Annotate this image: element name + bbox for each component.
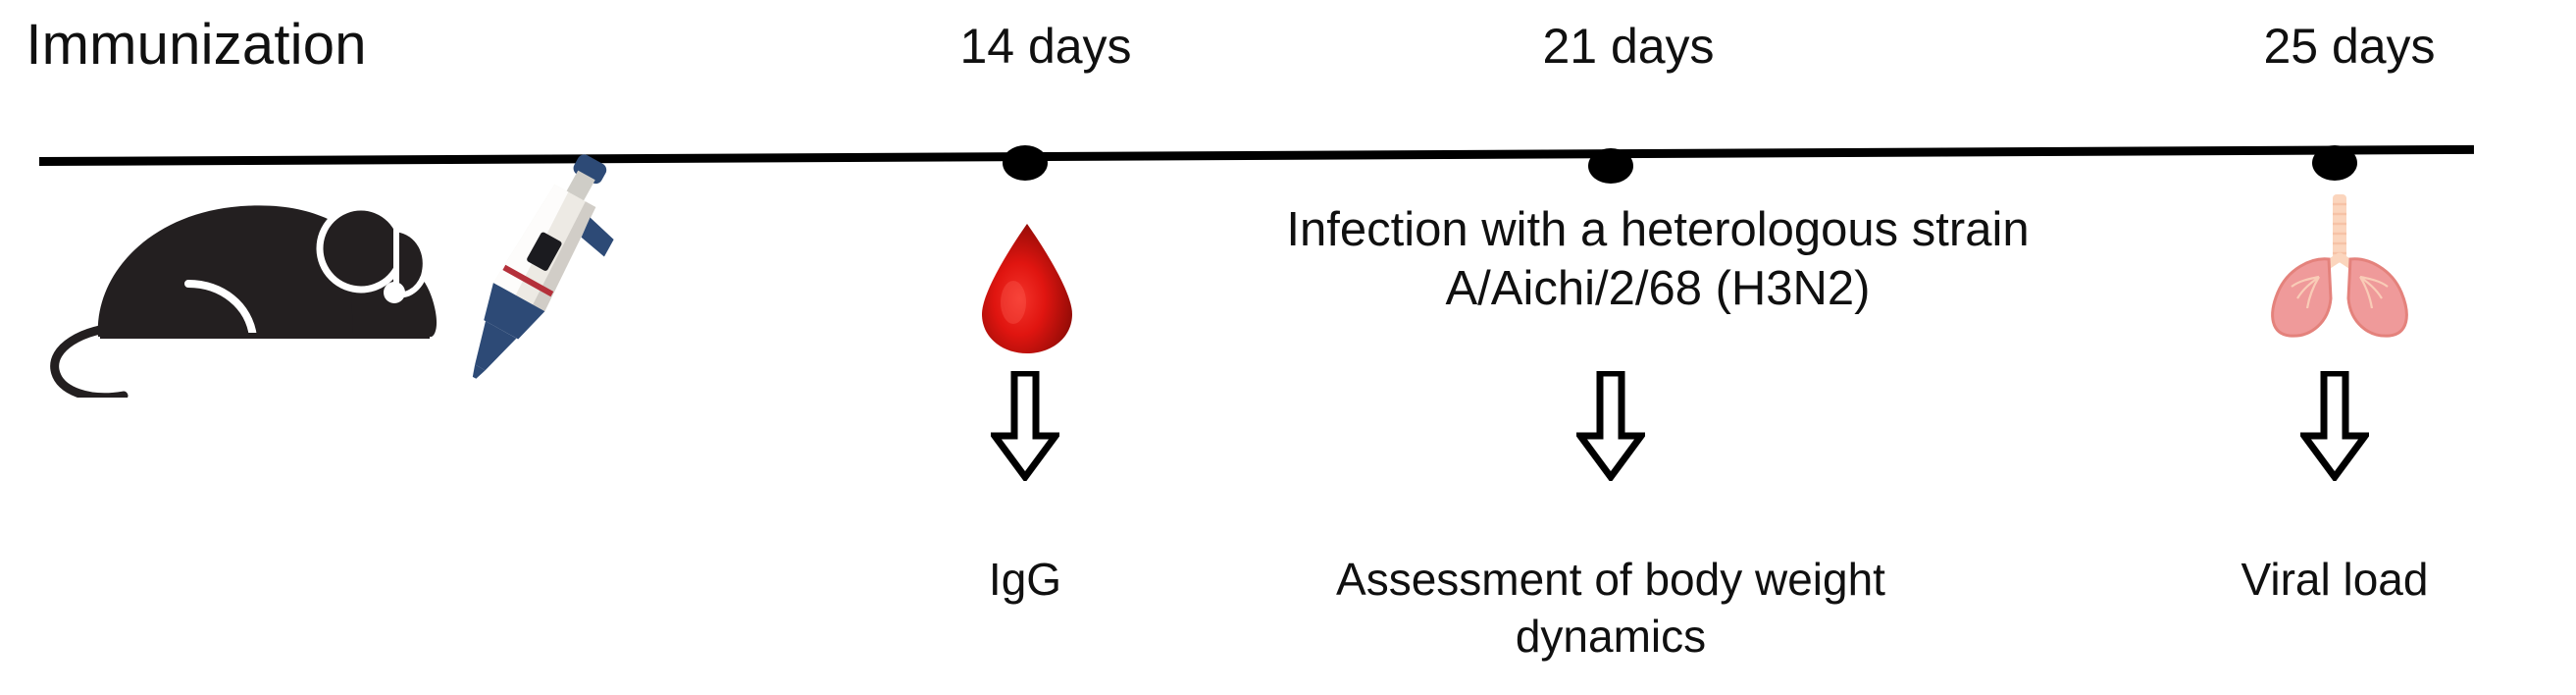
down-arrow-icon: [991, 371, 1059, 481]
down-arrow-icon: [2300, 371, 2369, 481]
outcome-label-igg: IgG: [988, 554, 1062, 605]
pipette-icon: [472, 154, 614, 379]
outcome-label-viralload: Viral load: [2241, 554, 2429, 605]
lungs-icon: [2271, 194, 2408, 338]
day-label-21: 21 days: [1542, 19, 1715, 74]
day-label-25: 25 days: [2263, 19, 2436, 74]
timeline-marker-21-days[interactable]: [1588, 148, 1633, 184]
timeline-line: [38, 144, 2474, 166]
blood-drop-icon: [982, 224, 1072, 353]
infection-annotation: Infection with a heterologous strain A/A…: [1286, 203, 2030, 315]
mouse-icon: [50, 203, 438, 398]
down-arrow-icon: [1576, 371, 1645, 481]
day-label-14: 14 days: [959, 19, 1132, 74]
timeline-start-label: Immunization: [26, 13, 367, 77]
outcome-label-bodyweight: Assessment of body weight dynamics: [1336, 554, 1885, 662]
timeline-axis: [38, 144, 2474, 167]
timeline-marker-14-days[interactable]: [1003, 145, 1048, 181]
timeline-marker-25-days[interactable]: [2312, 145, 2357, 181]
